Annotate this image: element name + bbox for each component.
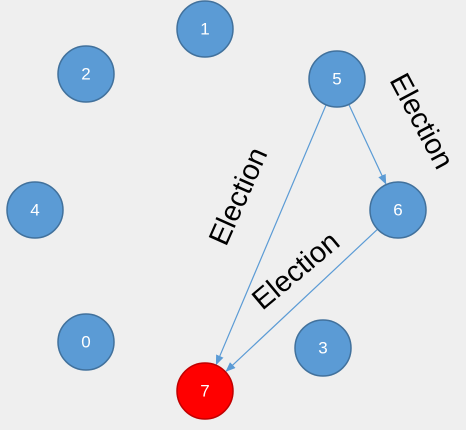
node-3-circle (294, 319, 352, 377)
node-2-circle (57, 45, 115, 103)
edge-n5-n7-arrow (215, 104, 327, 366)
node-6-circle (369, 181, 427, 239)
node-5: 5 (308, 50, 366, 108)
node-7: 7 (176, 362, 234, 420)
edge-label-n5-n6: Election (383, 68, 460, 174)
edge-label-n6-n7: Election (246, 226, 346, 317)
node-3: 3 (294, 319, 352, 377)
node-6: 6 (369, 181, 427, 239)
node-2: 2 (57, 45, 115, 103)
node-2-label: 2 (81, 64, 90, 83)
node-4-label: 4 (30, 200, 39, 219)
node-5-label: 5 (332, 69, 341, 88)
node-0-circle (57, 313, 115, 371)
node-6-label: 6 (393, 200, 402, 219)
node-1: 1 (176, 0, 234, 58)
edges-layer (215, 104, 387, 372)
nodes-layer: 1 2 5 4 6 0 3 7 (6, 0, 427, 420)
node-7-label: 7 (200, 381, 209, 400)
edge-label-n5-n7: Election (203, 143, 274, 250)
node-4-circle (6, 181, 64, 239)
node-5-circle (308, 50, 366, 108)
node-0: 0 (57, 313, 115, 371)
edge-n6-n7-arrow (225, 228, 379, 372)
node-7-circle (176, 362, 234, 420)
node-1-circle (176, 0, 234, 58)
node-4: 4 (6, 181, 64, 239)
node-0-label: 0 (81, 332, 90, 351)
node-3-label: 3 (318, 338, 327, 357)
edge-n5-n6-arrow (348, 104, 387, 185)
node-1-label: 1 (200, 19, 209, 38)
